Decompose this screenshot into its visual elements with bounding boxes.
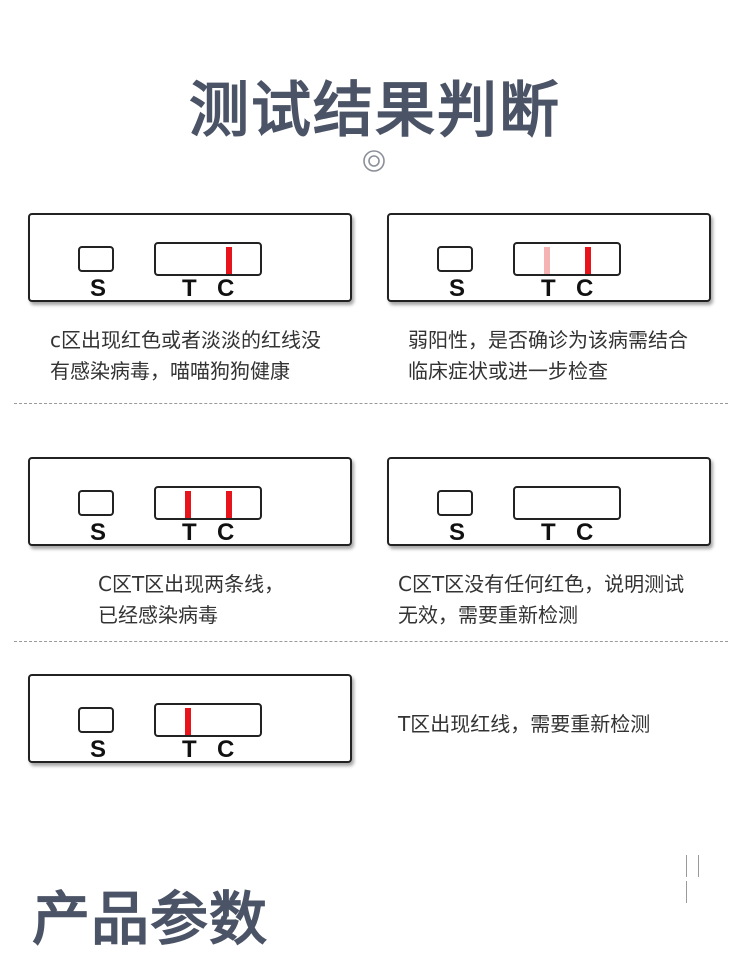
description-line: C区T区没有任何红色，说明测试 [398, 572, 685, 596]
s-label: S [449, 275, 466, 302]
result-window [154, 242, 262, 276]
test-strip-card: S T C [387, 213, 711, 302]
c-line [226, 247, 232, 274]
t-label: T [541, 275, 556, 302]
dashed-divider [14, 403, 728, 404]
result-description: 弱阳性，是否确诊为该病需结合 临床症状或进一步检查 [408, 325, 688, 387]
result-description: C区T区没有任何红色，说明测试 无效，需要重新检测 [398, 569, 684, 631]
sample-well [437, 490, 473, 516]
s-label: S [90, 275, 107, 302]
decorative-bars [686, 855, 718, 903]
description-line: 无效，需要重新检测 [398, 603, 578, 627]
t-line [185, 491, 191, 518]
description-line: 弱阳性，是否确诊为该病需结合 [408, 328, 688, 352]
description-line: 临床症状或进一步检查 [408, 359, 608, 383]
result-window [154, 486, 262, 520]
t-label: T [182, 736, 197, 763]
c-label: C [576, 275, 594, 302]
s-label: S [449, 519, 466, 546]
c-label: C [217, 275, 235, 302]
result-description: c区出现红色或者淡淡的红线没 有感染病毒，喵喵狗狗健康 [50, 325, 321, 387]
c-label: C [217, 519, 235, 546]
result-window [513, 486, 621, 520]
test-strip-card: S T C [387, 457, 711, 546]
c-line [226, 491, 232, 518]
test-strip-card: S T C [28, 213, 352, 302]
test-strip-card: S T C [28, 457, 352, 546]
result-description: T区出现红线，需要重新检测 [398, 709, 650, 740]
sample-well [78, 490, 114, 516]
t-line [185, 708, 191, 735]
t-line [544, 247, 550, 274]
s-label: S [90, 519, 107, 546]
target-icon [363, 150, 385, 172]
s-label: S [90, 736, 107, 763]
sample-well [78, 246, 114, 272]
dashed-divider [14, 641, 728, 642]
page-title: 测试结果判断 [189, 76, 561, 146]
description-line: 有感染病毒，喵喵狗狗健康 [50, 359, 290, 383]
description-line: c区出现红色或者淡淡的红线没 [50, 328, 321, 352]
result-window [154, 703, 262, 737]
c-label: C [217, 736, 235, 763]
description-line: T区出现红线，需要重新检测 [398, 712, 651, 736]
sample-well [78, 707, 114, 733]
sample-well [437, 246, 473, 272]
t-label: T [541, 519, 556, 546]
t-label: T [182, 275, 197, 302]
description-line: C区T区出现两条线， [98, 572, 285, 596]
c-label: C [576, 519, 594, 546]
t-label: T [182, 519, 197, 546]
test-strip-card: S T C [28, 674, 352, 763]
description-line: 已经感染病毒 [98, 603, 218, 627]
section-title: 产品参数 [32, 885, 269, 953]
c-line [585, 247, 591, 274]
result-description: C区T区出现两条线， 已经感染病毒 [98, 569, 284, 631]
result-window [513, 242, 621, 276]
